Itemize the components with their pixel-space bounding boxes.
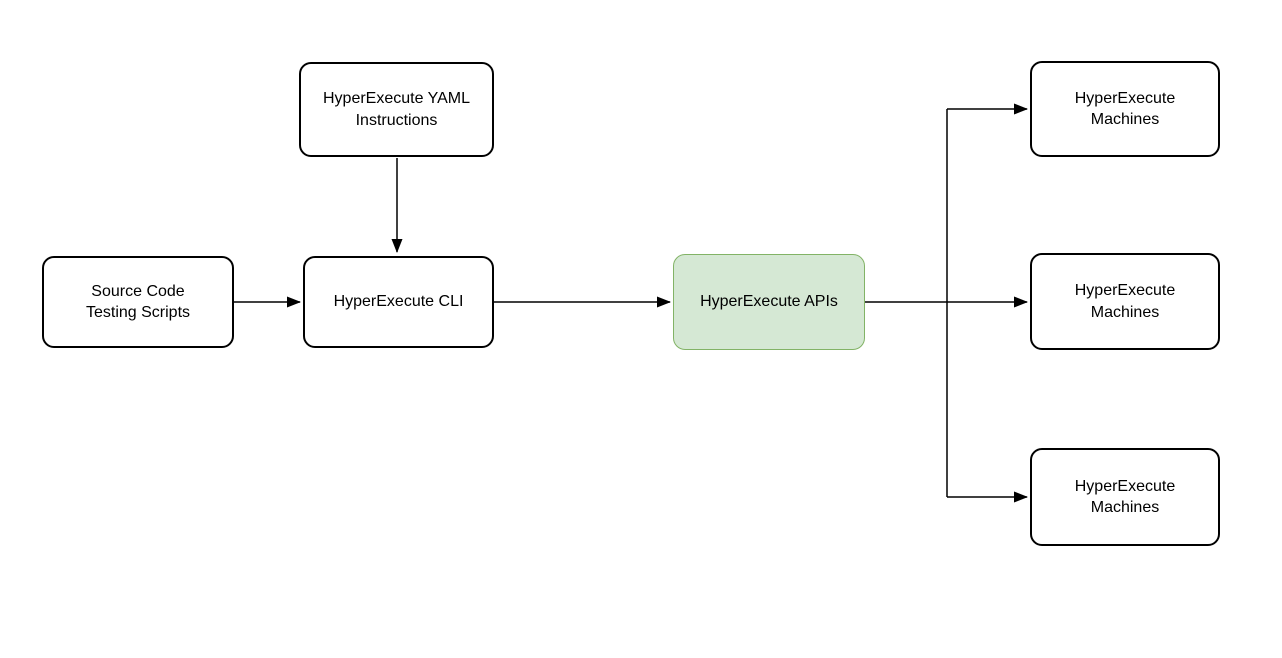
node-label: HyperExecute CLI	[333, 293, 464, 311]
node-label: HyperExecute Machines	[1074, 477, 1176, 516]
node-label: Source Code Testing Scripts	[85, 282, 191, 321]
node-hyperexecute-cli: HyperExecute CLI	[303, 256, 494, 348]
node-label: HyperExecute YAML Instructions	[322, 90, 471, 129]
node-hyperexecute-apis: HyperExecute APIs	[673, 254, 865, 350]
node-hyperexecute-yaml-instructions: HyperExecute YAML Instructions	[299, 62, 494, 157]
node-hyperexecute-machines-1: HyperExecute Machines	[1030, 61, 1220, 157]
node-label: HyperExecute Machines	[1074, 89, 1176, 128]
node-hyperexecute-machines-3: HyperExecute Machines	[1030, 448, 1220, 546]
node-label: HyperExecute Machines	[1074, 282, 1176, 321]
node-source-code-testing-scripts: Source Code Testing Scripts	[42, 256, 234, 348]
node-hyperexecute-machines-2: HyperExecute Machines	[1030, 253, 1220, 350]
node-label: HyperExecute APIs	[700, 293, 838, 311]
